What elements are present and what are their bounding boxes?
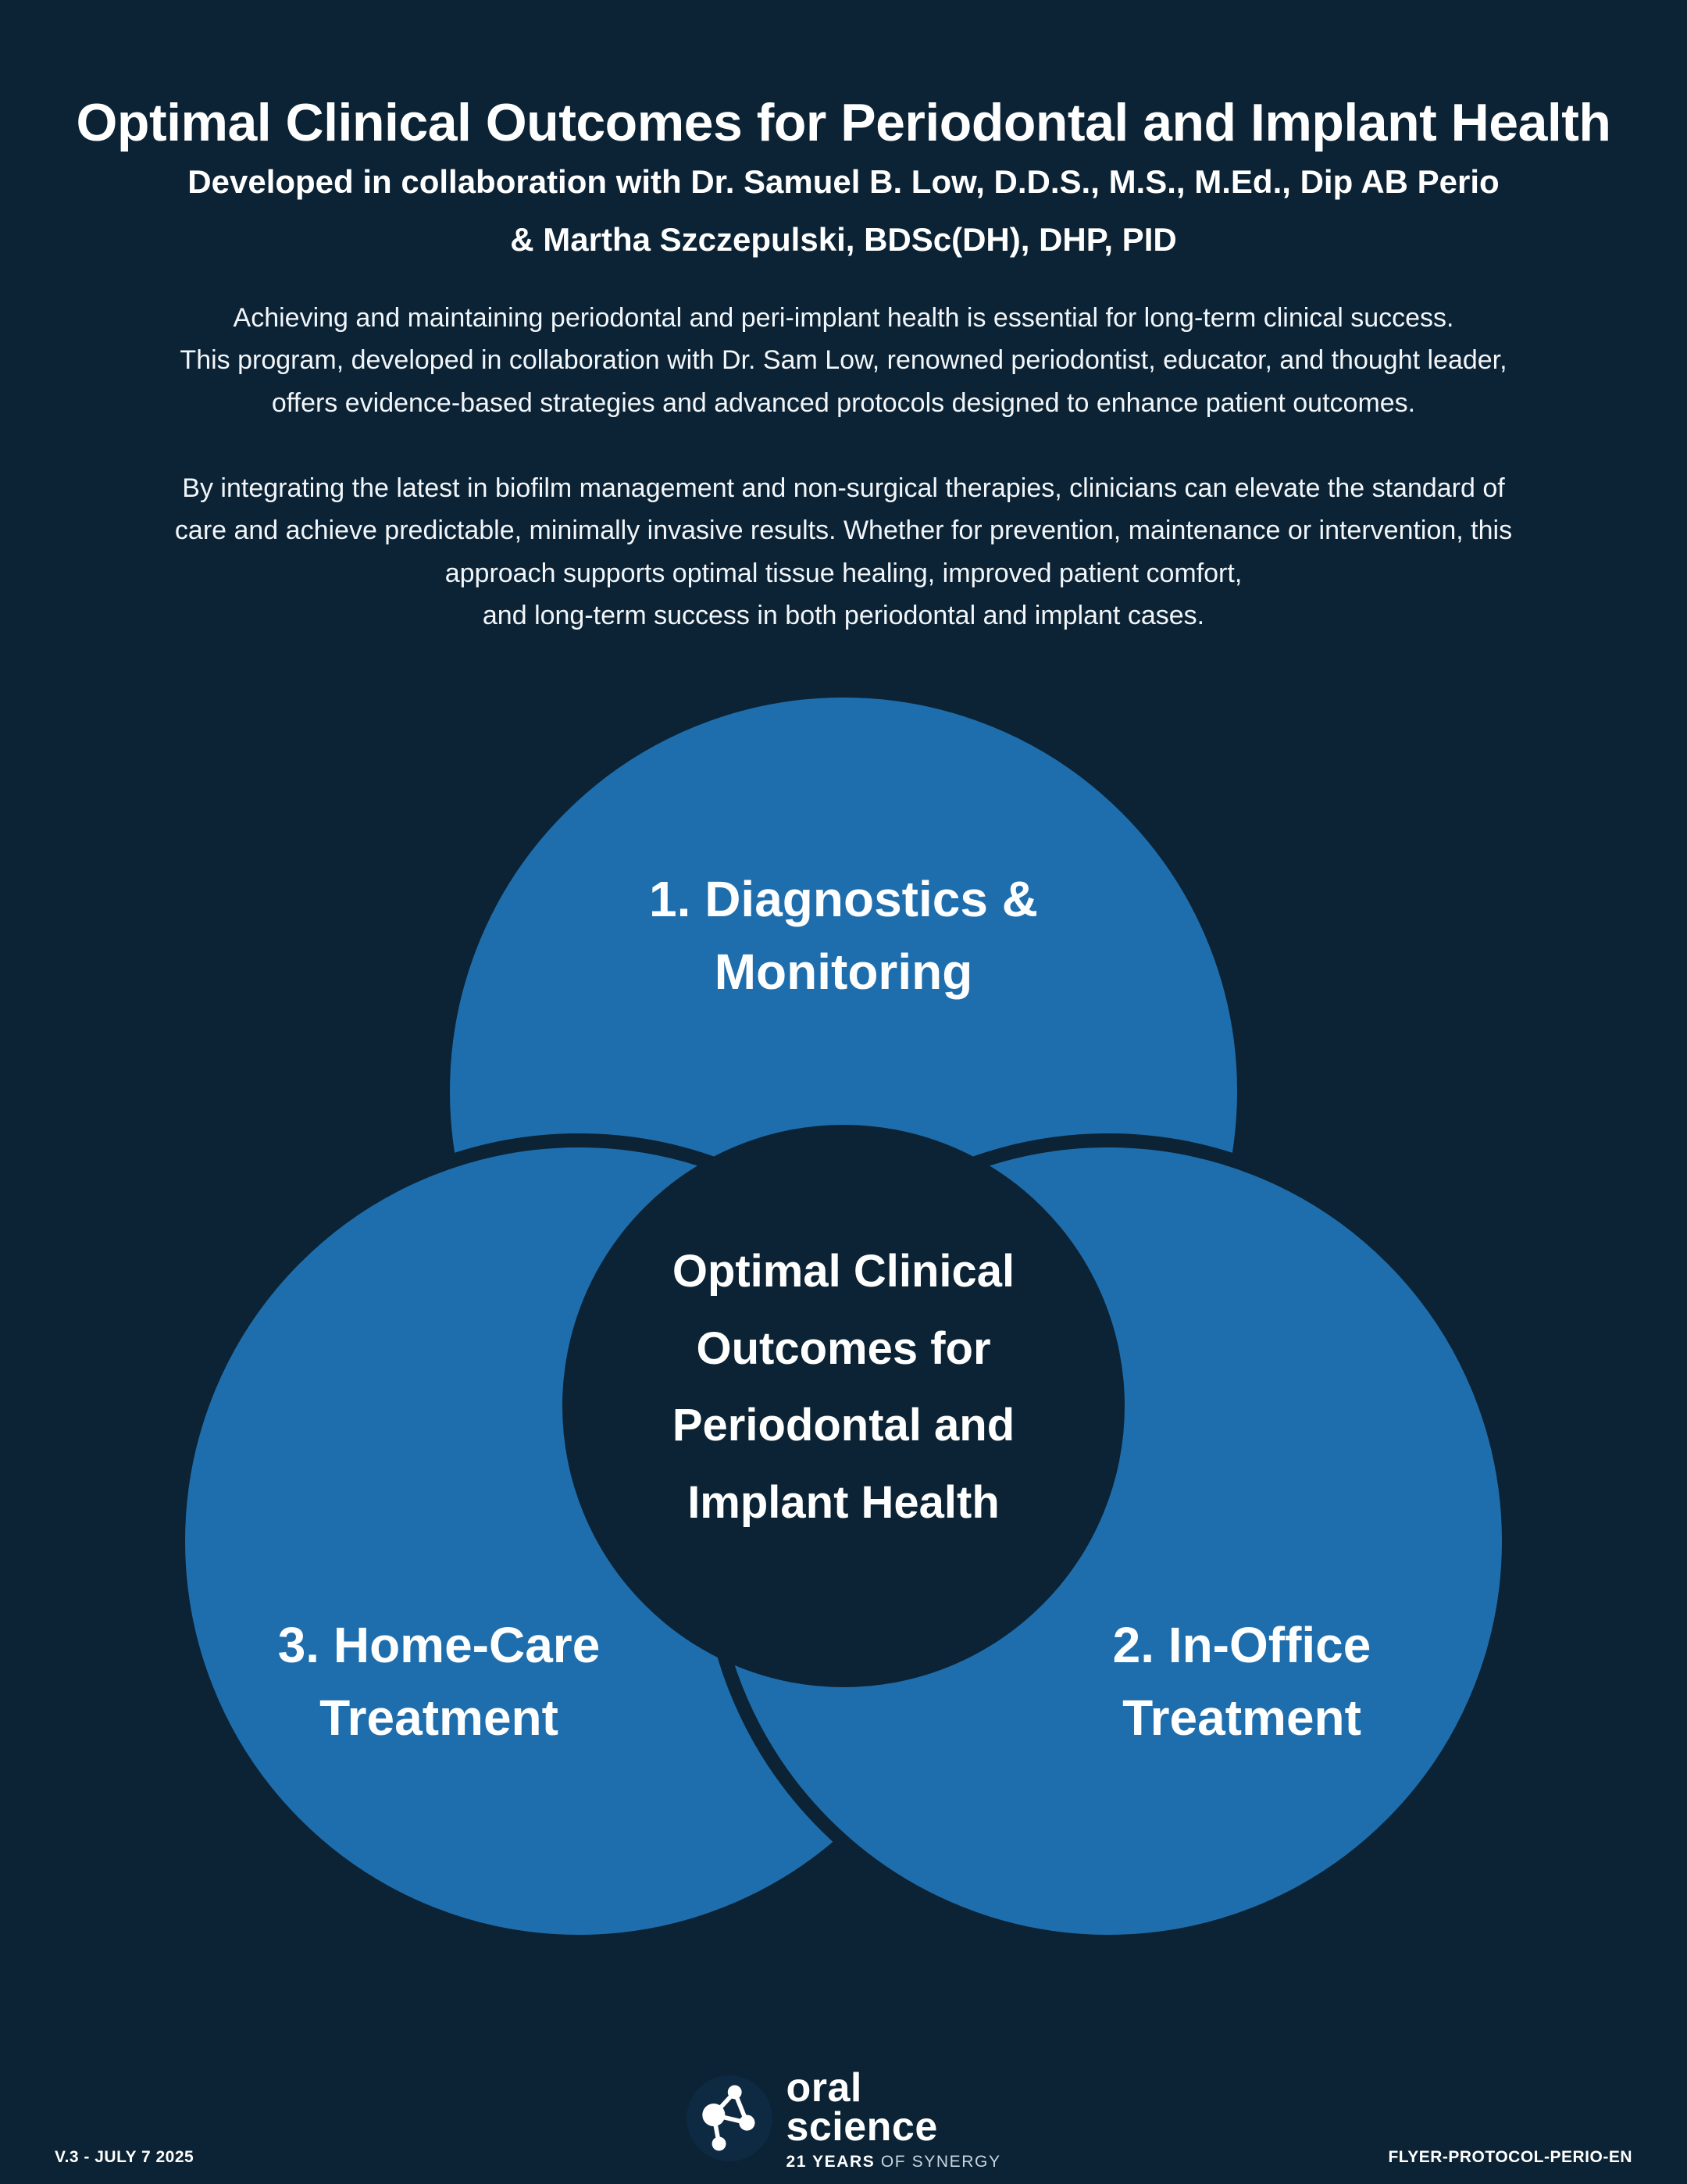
body-paragraph: By integrating the latest in biofilm man… (0, 467, 1687, 637)
oral-science-molecule-icon (686, 2075, 773, 2166)
document-code-label: FLYER-PROTOCOL-PERIO-EN (1388, 2148, 1632, 2166)
page-title: Optimal Clinical Outcomes for Periodonta… (76, 93, 1611, 152)
text-line: care and achieve predictable, minimally … (174, 516, 1513, 546)
venn-label-line: Treatment (319, 1689, 558, 1746)
text-line: offers evidence-based strategies and adv… (271, 387, 1416, 418)
venn-label-line: 2. In-Office (1112, 1617, 1371, 1673)
venn-center-circle (562, 1125, 1125, 1687)
logo-word-oral: oral (786, 2065, 862, 2111)
subtitle-line: & Martha Szczepulski, BDSc(DH), DHP, PID (510, 220, 1177, 258)
venn-center-line: Outcomes for (696, 1322, 991, 1374)
text-line: approach supports optimal tissue healing… (444, 558, 1243, 588)
version-label: V.3 - JULY 7 2025 (55, 2148, 194, 2166)
text-line: Achieving and maintaining periodontal an… (233, 303, 1454, 333)
venn-label-in-office: 2. In-Office Treatment (968, 1609, 1515, 1754)
venn-center-line: Periodontal and (672, 1400, 1015, 1451)
venn-center-line: Optimal Clinical (672, 1246, 1015, 1297)
oral-science-wordmark: oral science 21 YEARS OF SYNERGY (786, 2065, 1000, 2172)
logo-tagline: 21 YEARS OF SYNERGY (786, 2153, 1000, 2172)
venn-label-line: 1. Diagnostics & (649, 871, 1038, 927)
intro-paragraph: Achieving and maintaining periodontal an… (0, 297, 1687, 424)
venn-center-line: Implant Health (687, 1476, 1000, 1528)
collaboration-subtitle: Developed in collaboration with Dr. Samu… (0, 153, 1687, 268)
text-line: and long-term success in both periodonta… (482, 601, 1205, 631)
venn-label-line: Monitoring (714, 943, 973, 1000)
logo-tagline-synergy: OF SYNERGY (875, 2153, 1001, 2171)
venn-center-label: Optimal Clinical Outcomes for Periodonta… (570, 1233, 1117, 1541)
text-line: This program, developed in collaboration… (180, 345, 1507, 376)
venn-label-home-care: 3. Home-Care Treatment (166, 1609, 712, 1754)
venn-label-diagnostics: 1. Diagnostics & Monitoring (492, 863, 1195, 1008)
subtitle-line: Developed in collaboration with Dr. Samu… (187, 163, 1500, 200)
logo-word-science: science (786, 2104, 938, 2150)
oral-science-logo: oral science 21 YEARS OF SYNERGY (0, 2065, 1687, 2172)
venn-label-line: Treatment (1122, 1689, 1361, 1746)
logo-tagline-years: 21 YEARS (786, 2153, 876, 2171)
venn-label-line: 3. Home-Care (277, 1617, 601, 1673)
text-line: By integrating the latest in biofilm man… (182, 473, 1505, 503)
